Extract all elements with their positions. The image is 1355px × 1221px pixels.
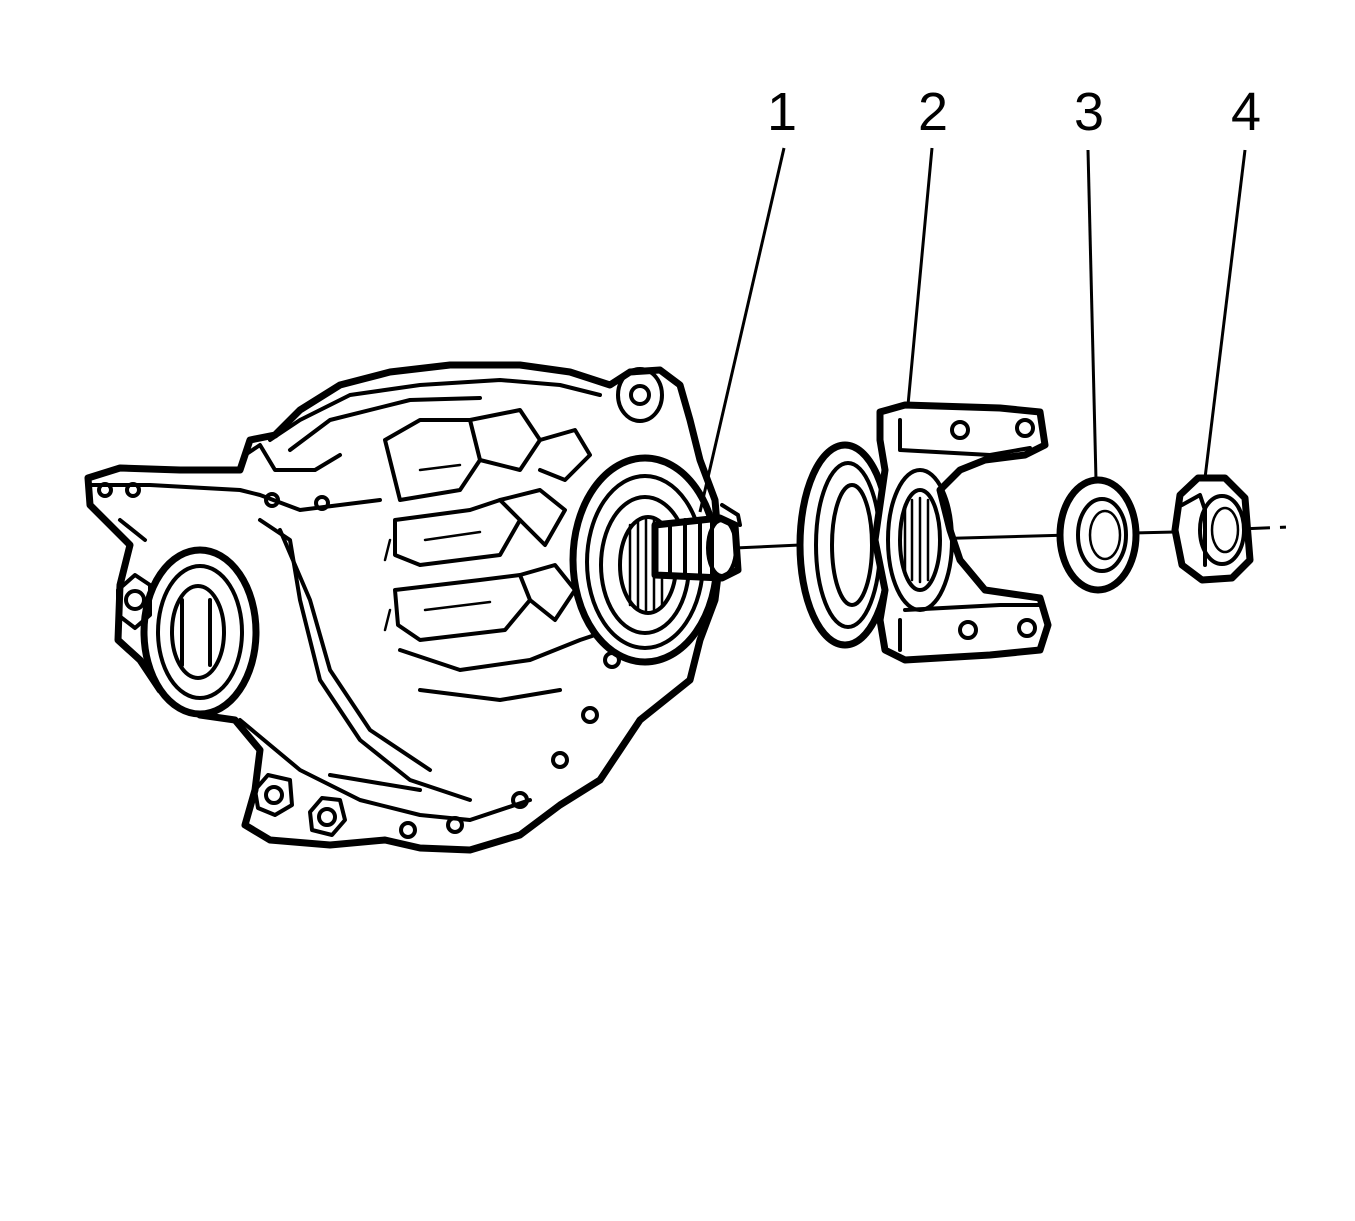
washer	[1056, 476, 1140, 594]
leader-line-4	[1203, 149, 1247, 479]
callout-1: 1	[767, 82, 797, 142]
pinion-nut	[1171, 474, 1254, 584]
leader-line-2	[906, 147, 934, 406]
callout-labels: 1 2 3 4	[767, 82, 1261, 142]
leader-line-1	[698, 147, 786, 513]
differential-housing	[84, 361, 724, 854]
pinion-yoke	[796, 401, 1052, 664]
callout-leaders	[698, 147, 1247, 513]
callout-3: 3	[1074, 82, 1104, 142]
housing-fins	[383, 408, 592, 642]
pinion-shaft	[651, 503, 742, 582]
callout-2: 2	[918, 82, 948, 142]
leader-line-3	[1086, 149, 1098, 481]
callout-4: 4	[1231, 82, 1261, 142]
